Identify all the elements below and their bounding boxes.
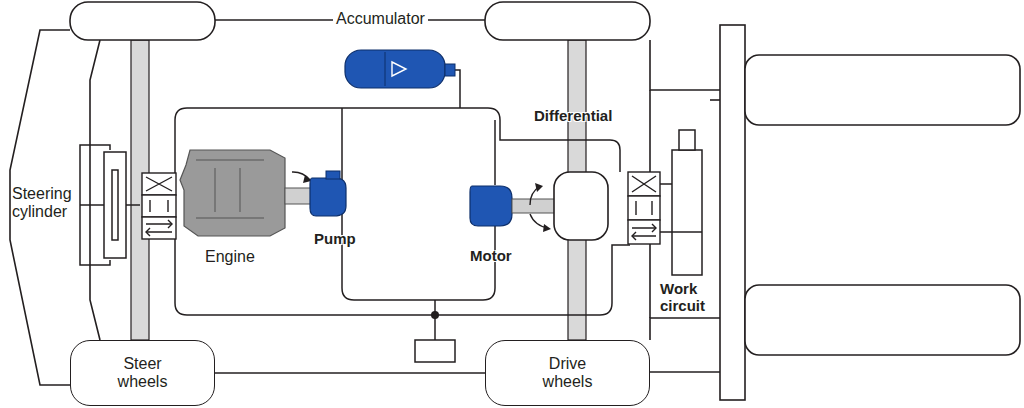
mast-forks xyxy=(710,25,1020,400)
valve-arrowhead xyxy=(632,224,656,240)
steer-valve xyxy=(142,173,176,239)
accumulator-port xyxy=(445,64,455,76)
cylinder-barrel xyxy=(672,150,702,275)
frame-rail xyxy=(215,372,485,374)
motor xyxy=(470,183,558,232)
valve-cross xyxy=(632,176,656,192)
wheel-label: Drive wheels xyxy=(533,355,603,392)
mast xyxy=(720,25,745,400)
cylinder-rod xyxy=(679,130,695,150)
hydraulic-line xyxy=(175,108,187,120)
part-label: Steering cylinder xyxy=(12,185,76,222)
valve-block xyxy=(628,172,660,196)
valve-arrowhead xyxy=(146,220,172,236)
accumulator-body xyxy=(345,50,445,88)
valve-block xyxy=(142,195,176,217)
frame-rail xyxy=(650,40,720,90)
valve-port xyxy=(150,200,168,212)
wheel-box: Drive wheels xyxy=(485,340,650,406)
hydraulic-lines xyxy=(80,70,630,362)
part-label: Work circuit xyxy=(660,280,716,315)
wheel xyxy=(485,2,650,40)
cylinder-barrel xyxy=(104,152,126,258)
tank xyxy=(415,340,455,362)
frame-rail xyxy=(650,318,720,340)
hydraulic-line xyxy=(174,120,176,178)
engine-block xyxy=(180,150,285,236)
top-wheels xyxy=(70,2,650,40)
pump xyxy=(310,171,346,216)
inner-frame xyxy=(90,40,100,340)
steering-cylinder xyxy=(80,145,126,265)
part-label: Pump xyxy=(314,230,356,247)
fork-mount xyxy=(710,99,720,101)
pump-body xyxy=(310,178,346,216)
differential-housing xyxy=(554,172,608,240)
part-label: Accumulator xyxy=(333,10,428,28)
valve-block xyxy=(142,173,176,195)
hydraulic-line xyxy=(660,184,672,232)
hydraulic-line xyxy=(494,120,496,185)
motor-shaft xyxy=(512,199,558,213)
rotation-arrowhead xyxy=(535,183,543,192)
junction-dot xyxy=(431,311,439,319)
wheel xyxy=(70,2,215,40)
axles xyxy=(131,40,586,340)
fork xyxy=(745,285,1020,355)
pump-port xyxy=(326,171,340,179)
work-valve xyxy=(628,172,672,244)
valve-block xyxy=(142,217,176,239)
wheel-box: Steer wheels xyxy=(70,340,215,406)
accumulator xyxy=(345,50,455,88)
engine-detail xyxy=(196,160,264,218)
part-label: Differential xyxy=(534,107,612,124)
chassis-frame xyxy=(10,20,720,385)
part-label: Motor xyxy=(470,247,512,264)
motor-body xyxy=(470,186,512,226)
cylinder-piston xyxy=(672,231,702,233)
part-label: Engine xyxy=(205,248,255,266)
lift-cylinder xyxy=(672,130,702,275)
wheel-label: Steer wheels xyxy=(108,355,178,392)
tank-line xyxy=(434,300,436,340)
rotation-arrowhead xyxy=(543,224,551,232)
accumulator-bladder xyxy=(385,52,386,86)
cylinder-piston xyxy=(112,170,118,240)
engine xyxy=(180,150,313,236)
valve-port xyxy=(636,201,652,215)
accumulator-symbol xyxy=(392,62,406,76)
valve-block xyxy=(628,220,660,244)
valve-cross xyxy=(146,177,172,191)
engine-shaft xyxy=(285,188,313,204)
valve-block xyxy=(628,196,660,220)
fork xyxy=(745,55,1020,125)
hydraulic-line xyxy=(455,70,460,108)
frame-rail xyxy=(650,371,720,373)
